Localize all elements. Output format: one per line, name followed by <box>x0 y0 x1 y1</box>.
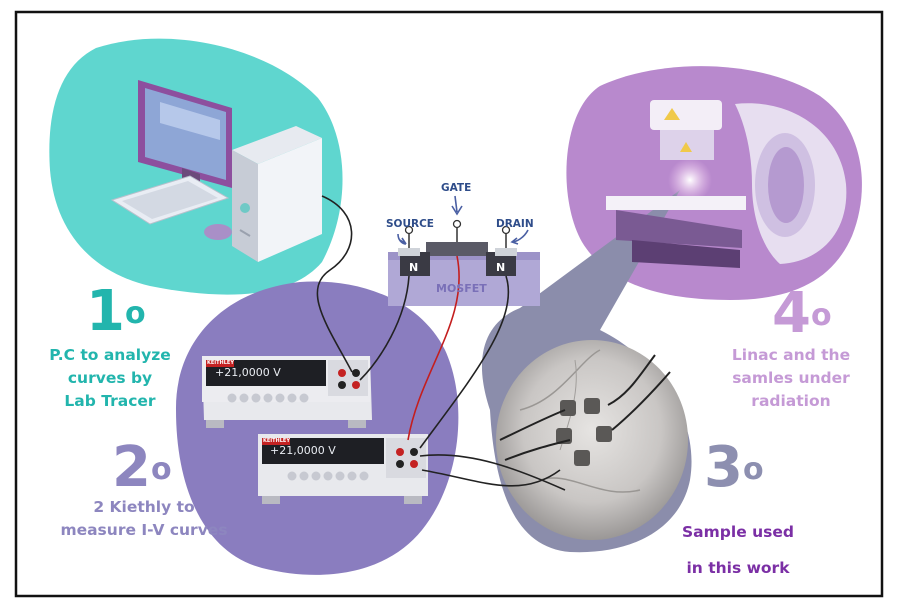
cables <box>316 195 566 491</box>
drain-label: DRAIN <box>496 218 534 230</box>
pc-tower-icon <box>232 126 322 262</box>
computer-monitor-icon <box>138 80 232 196</box>
keithley-bottom-brand: KEITHLEY <box>263 438 290 444</box>
linac-machine-icon <box>606 100 847 268</box>
keithley-bottom <box>258 434 428 504</box>
drain-arrow-icon <box>510 229 529 245</box>
gate-label: GATE <box>441 182 472 194</box>
step2-blob <box>175 281 459 575</box>
source-label: SOURCE <box>386 218 434 230</box>
keithley-top-display: +21,0000 V <box>215 366 281 379</box>
step2-number: 2o <box>112 435 172 500</box>
mosfet-diagram <box>388 195 540 306</box>
keithley-bottom-display: +21,0000 V <box>270 444 336 457</box>
n-left-label: N <box>409 261 419 274</box>
step1-number: 1o <box>86 279 146 344</box>
sample-photo-icon <box>496 340 688 540</box>
step4-number: 4o <box>772 281 832 346</box>
keyboard-icon <box>110 175 230 225</box>
step3-number: 3o <box>704 435 764 500</box>
mouse-icon <box>204 224 232 240</box>
radiation-warning-icon <box>664 108 680 120</box>
gate-arrow-icon <box>451 195 463 216</box>
source-arrow-icon <box>397 233 407 245</box>
n-right-label: N <box>496 261 506 274</box>
keithley-top-brand: KEITHLEY <box>207 360 234 366</box>
keithley-top <box>202 356 372 428</box>
mosfet-title: MOSFET <box>436 282 487 295</box>
